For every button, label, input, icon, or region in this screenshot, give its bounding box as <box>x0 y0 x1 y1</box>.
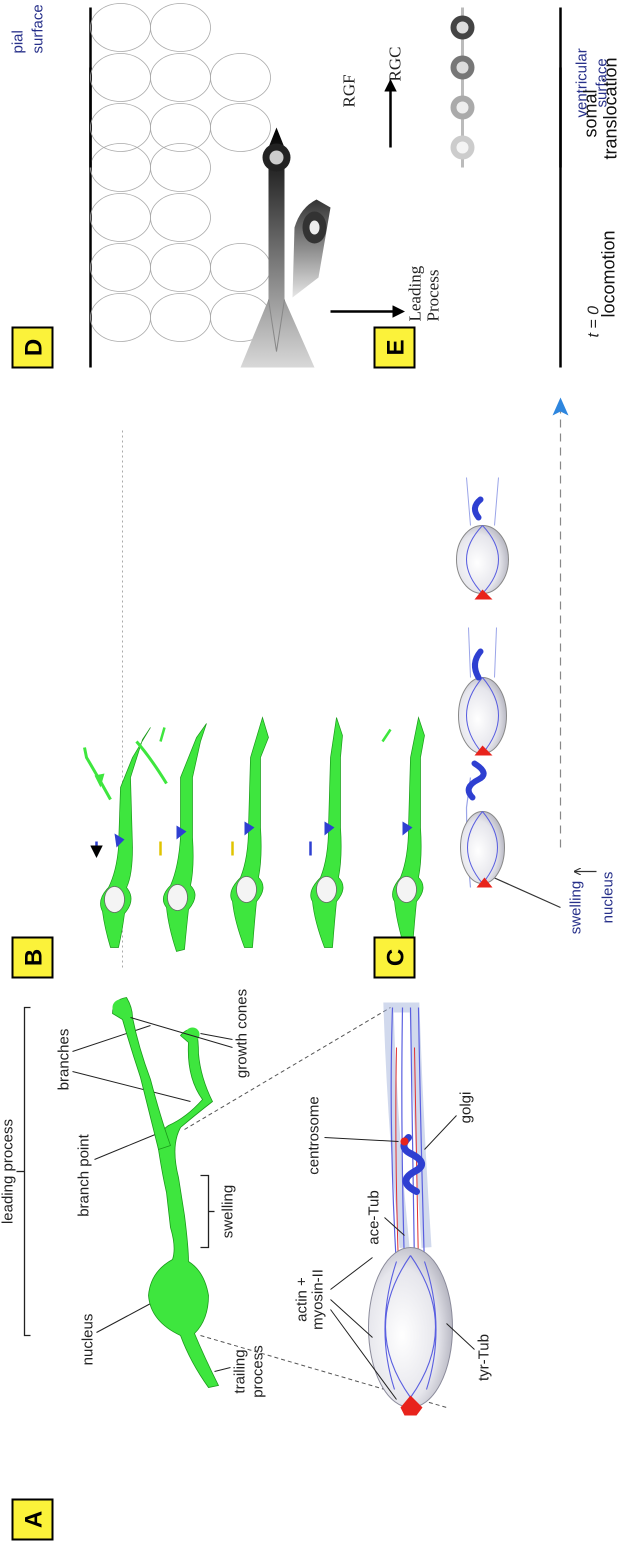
c-swelling-label: swelling <box>567 880 584 933</box>
e-translocation-label: translocation <box>600 57 620 159</box>
branch-point-label: branch point <box>75 1133 92 1216</box>
growth-cones-label: growth cones <box>233 988 250 1077</box>
d-locomotion-label: locomotion <box>598 230 618 317</box>
panel-b: B <box>12 305 602 977</box>
d-rgc-label: RGC <box>385 46 404 81</box>
panel-d-badge: D <box>12 327 52 367</box>
nucleus-pointer <box>96 1302 152 1332</box>
trailing-label: trailing <box>231 1349 248 1393</box>
branches-label: branches <box>55 1028 72 1090</box>
zoom-line-right <box>184 1007 390 1129</box>
e-surface-label: surface <box>29 4 46 53</box>
centrosome-label: centrosome <box>305 1096 322 1174</box>
d-background-cells <box>90 143 270 341</box>
growth-cones-pointer <box>130 1017 232 1047</box>
leading-process-label: leading process <box>0 1118 16 1223</box>
ace-tub-label: ace-Tub <box>365 1190 382 1244</box>
c-nucleus-label: nucleus <box>599 871 616 923</box>
b-cell-2 <box>136 723 206 951</box>
swelling-bracket <box>200 1175 208 1247</box>
panel-c-badge: C <box>374 937 414 977</box>
d-leading-label: Leading <box>405 265 424 321</box>
panel-e: E pial surface ventricular surface somal… <box>9 3 620 367</box>
b-cell-4 <box>310 717 343 947</box>
golgi-label: golgi <box>457 1091 474 1123</box>
c-cell-2 <box>458 627 506 755</box>
e-somal-positions <box>450 7 474 167</box>
nucleus-label: nucleus <box>79 1313 96 1365</box>
b-cell-3 <box>230 717 268 947</box>
panel-b-badge-label: B <box>20 948 47 965</box>
actin-label: actin + <box>293 1276 310 1321</box>
panel-e-badge-label: E <box>382 339 409 355</box>
c-cell-3 <box>456 477 508 599</box>
branch-point-pointer <box>94 1131 162 1159</box>
e-somal-label: somal <box>580 89 600 137</box>
tyr-tub-label: tyr-Tub <box>475 1334 492 1381</box>
panel-d: D Leading Process RGF RGC locomotion <box>12 46 618 367</box>
d-rgf-label: RGF <box>339 74 358 107</box>
panel-d-badge-label: D <box>20 338 47 355</box>
e-pial-label: pial <box>9 30 26 53</box>
panel-e-badge: E <box>374 327 414 367</box>
d-process-label: Process <box>423 269 442 321</box>
neuron-a <box>112 997 218 1387</box>
panel-a-badge: A <box>12 1499 52 1539</box>
e-background-cells <box>90 3 270 151</box>
panel-c-badge-label: C <box>382 948 409 965</box>
panel-b-badge: B <box>12 937 52 977</box>
panel-a: A leading process branches branch point … <box>0 988 492 1539</box>
leading-process-bracket <box>24 1007 30 1335</box>
panel-a-badge-label: A <box>20 1510 47 1527</box>
c-cell-1 <box>460 763 504 887</box>
myosin-label: myosin-II <box>309 1269 326 1330</box>
b-cell-5 <box>382 717 424 947</box>
swelling-label-a: swelling <box>219 1184 236 1237</box>
